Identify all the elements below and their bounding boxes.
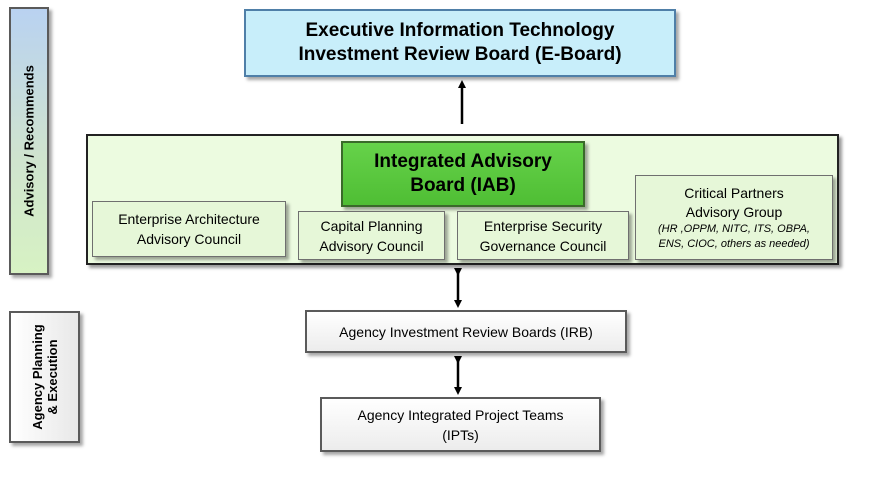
iab-title-line1: Integrated Advisory bbox=[374, 151, 552, 172]
ipt-line1: Agency Integrated Project Teams bbox=[357, 406, 564, 423]
agency-irb-box: Agency Investment Review Boards (IRB) bbox=[305, 310, 627, 353]
cpag-line1: Critical Partners bbox=[684, 184, 784, 201]
advisory-recommends-side-label: Advisory / Recommends bbox=[9, 7, 49, 275]
iab-box: Integrated Advisory Board (IAB) bbox=[341, 141, 585, 207]
irb-label: Agency Investment Review Boards (IRB) bbox=[339, 323, 593, 340]
es-line2: Governance Council bbox=[479, 237, 607, 254]
ea-line2: Advisory Council bbox=[136, 231, 242, 247]
agency-planning-side-label: Agency Planning & Execution bbox=[9, 311, 80, 443]
capital-planning-council-box: Capital Planning Advisory Council bbox=[298, 211, 445, 260]
eboard-title-line1: Executive Information Technology bbox=[305, 20, 615, 41]
critical-partners-advisory-group-box: Critical Partners Advisory Group (HR ,OP… bbox=[635, 175, 833, 260]
agency-ipt-box: Agency Integrated Project Teams (IPTs) bbox=[320, 397, 601, 452]
cp-line2: Advisory Council bbox=[319, 237, 424, 254]
ea-line1: Enterprise Architecture bbox=[118, 211, 260, 227]
enterprise-architecture-council-box: Enterprise Architecture Advisory Council bbox=[92, 201, 286, 257]
eboard-title-line2: Investment Review Board (E-Board) bbox=[298, 44, 622, 65]
cpag-sub1: (HR ,OPPM, NITC, ITS, OBPA, bbox=[658, 222, 810, 235]
cpag-sub2: ENS, CIOC, others as needed) bbox=[658, 237, 810, 250]
enterprise-security-council-box: Enterprise Security Governance Council bbox=[457, 211, 629, 260]
iab-title-line2: Board (IAB) bbox=[410, 175, 516, 196]
cpag-line2: Advisory Group bbox=[685, 203, 783, 220]
es-line1: Enterprise Security bbox=[483, 217, 603, 234]
cp-line1: Capital Planning bbox=[320, 217, 423, 234]
eboard-box: Executive Information Technology Investm… bbox=[244, 9, 676, 77]
ipt-line2: (IPTs) bbox=[442, 426, 479, 443]
